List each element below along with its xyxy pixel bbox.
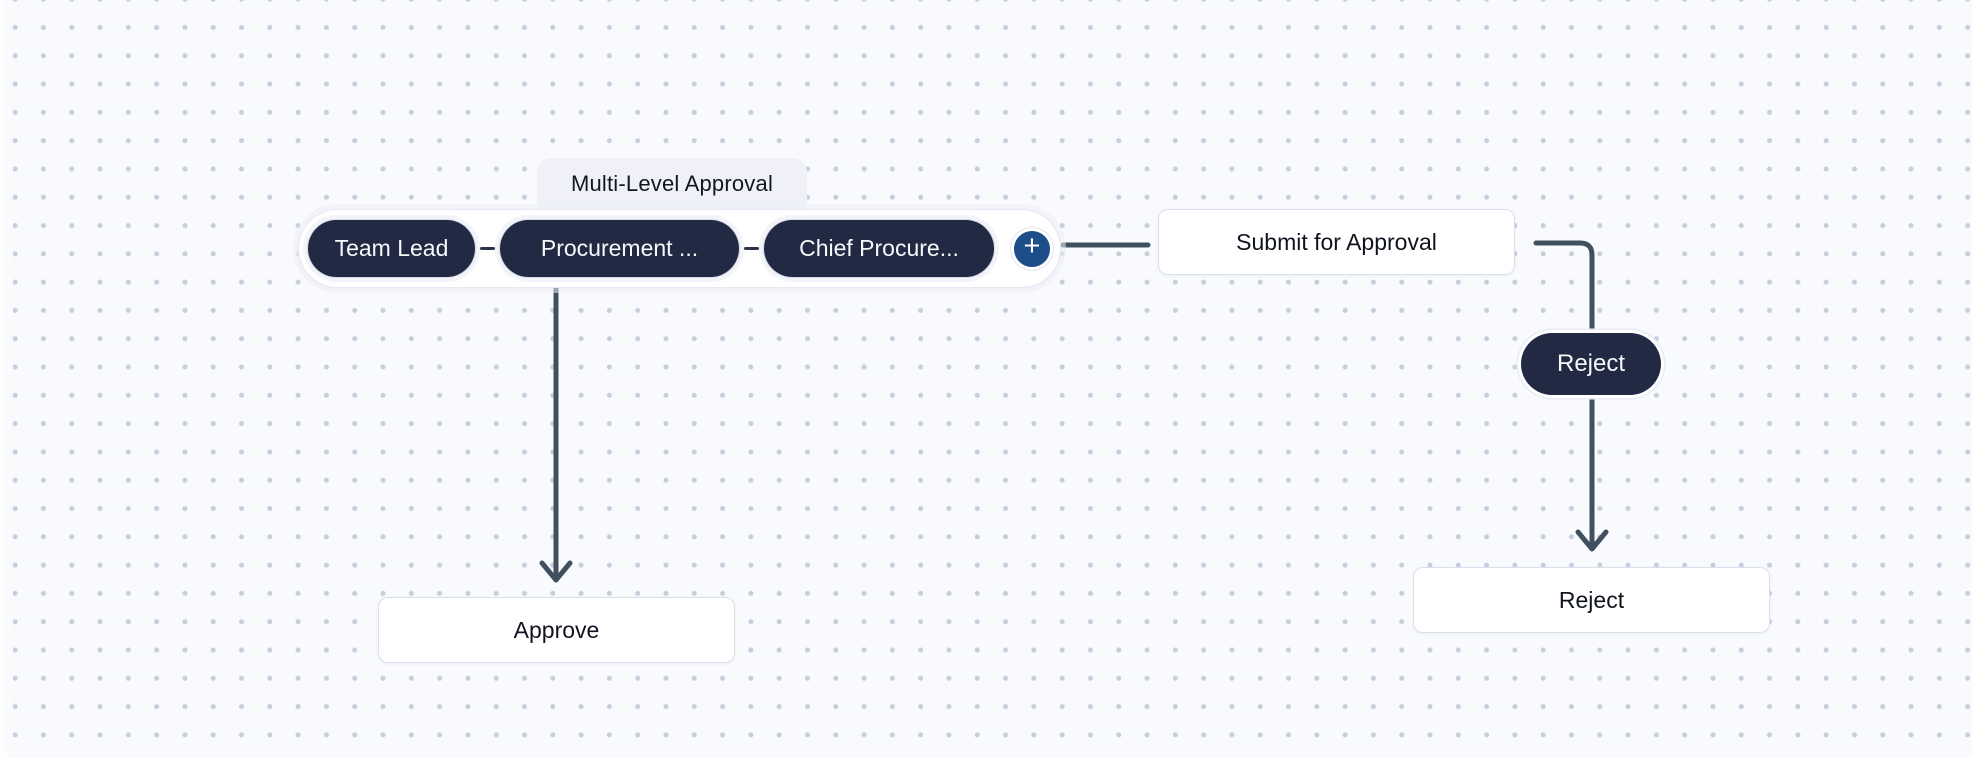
plus-icon: + — [1023, 230, 1041, 262]
group-label-tab[interactable]: Multi-Level Approval — [537, 158, 807, 210]
group-label: Multi-Level Approval — [570, 171, 774, 196]
add-approver-button[interactable]: + — [1011, 227, 1053, 270]
approver-label: Chief Procure... — [799, 235, 959, 261]
approver-label: Team Lead — [334, 235, 449, 261]
approver-pill-team-lead[interactable]: Team Lead — [308, 220, 475, 277]
edge-label-reject[interactable]: Reject — [1521, 333, 1661, 395]
edge-label-text: Reject — [1556, 350, 1626, 377]
node-reject[interactable]: Reject — [1413, 567, 1770, 633]
edge-group-to-approve — [539, 285, 573, 583]
node-approve[interactable]: Approve — [378, 597, 735, 663]
pill-connector-dash — [480, 247, 495, 250]
approver-pill-chief-procurement[interactable]: Chief Procure... — [764, 220, 994, 277]
approver-label: Procurement ... — [540, 235, 699, 261]
edge-submit-to-reject — [1533, 240, 1609, 552]
node-label: Reject — [1558, 586, 1625, 613]
approver-pill-procurement[interactable]: Procurement ... — [500, 220, 739, 277]
pill-connector-dash — [744, 247, 759, 250]
node-label: Approve — [513, 616, 600, 643]
node-label: Submit for Approval — [1236, 228, 1437, 255]
node-submit-for-approval[interactable]: Submit for Approval — [1158, 209, 1515, 275]
approval-group-node[interactable]: Team Lead Procurement ... Chief Procure.… — [298, 209, 1061, 288]
